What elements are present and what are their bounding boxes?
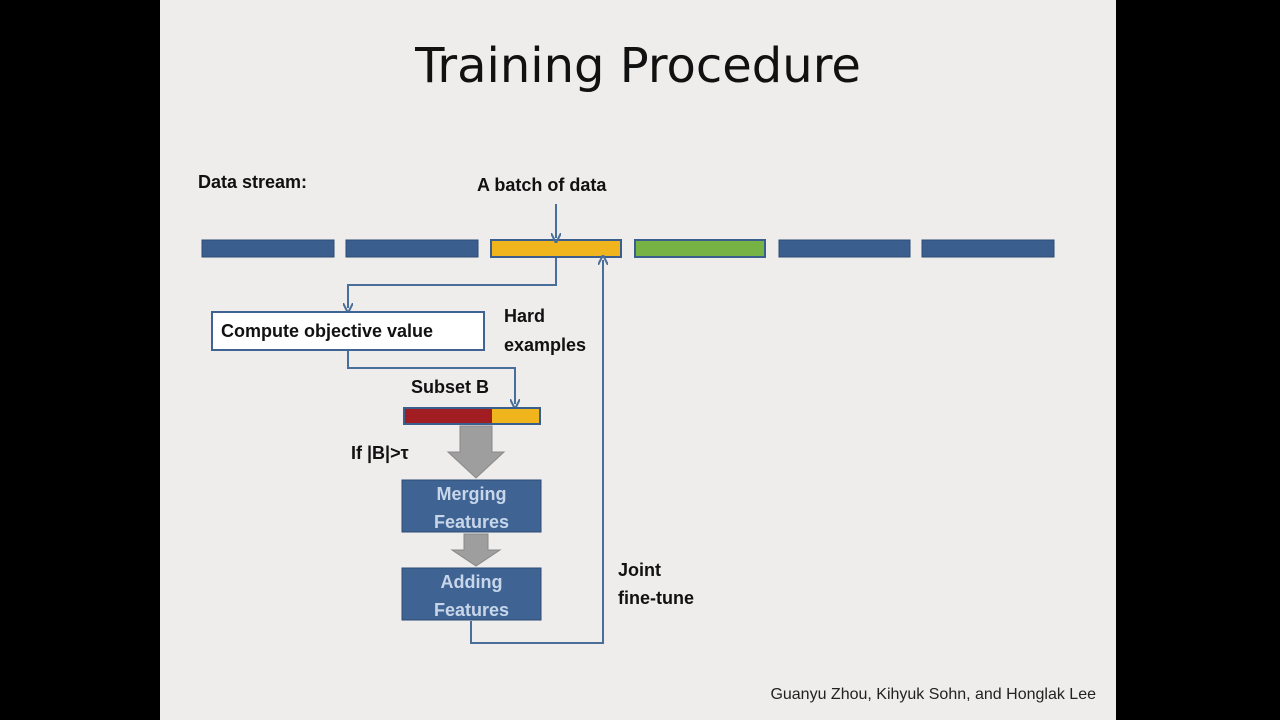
compute-to-subset-arrow <box>347 351 515 404</box>
condition-label: If |B|>τ <box>351 443 409 463</box>
merging-line-1: Merging <box>436 484 507 504</box>
training-diagram <box>201 204 1055 644</box>
add-down-arrow <box>450 533 502 567</box>
stream-segment-2 <box>345 239 479 258</box>
stream-segment-5 <box>778 239 911 258</box>
stream-segment-next <box>634 239 766 258</box>
joint-label-2: fine-tune <box>618 588 694 608</box>
merging-features-text: Merging Features <box>402 480 541 536</box>
stream-segment-6 <box>921 239 1055 258</box>
author-credit: Guanyu Zhou, Kihyuk Sohn, and Honglak Le… <box>770 686 1096 703</box>
adding-features-text: Adding Features <box>402 568 541 624</box>
compute-objective-box <box>211 311 485 351</box>
batch-to-compute-arrow <box>348 258 557 308</box>
slide: Training Procedure <box>160 0 1116 720</box>
stream-segment-1 <box>201 239 335 258</box>
subset-batch-part <box>492 408 540 424</box>
adding-line-1: Adding <box>440 572 503 592</box>
adding-line-2: Features <box>433 600 510 620</box>
merging-line-2: Features <box>433 512 510 532</box>
stream-segment-batch <box>490 239 622 258</box>
compute-box-label: Compute objective value <box>221 321 434 341</box>
subset-bar-outline <box>403 407 541 425</box>
hard-examples-label-2: examples <box>504 335 587 355</box>
merging-features-box <box>401 479 542 533</box>
merge-down-arrow <box>446 425 506 479</box>
fine-tune-loop-arrow <box>470 260 603 644</box>
joint-label-1: Joint <box>618 560 661 580</box>
data-stream-label: Data stream: <box>198 172 308 192</box>
subset-label: Subset B <box>411 377 490 397</box>
adding-features-box <box>401 567 542 621</box>
slide-title: Training Procedure <box>415 38 861 94</box>
batch-label: A batch of data <box>477 175 607 195</box>
subset-hard-part <box>404 408 492 424</box>
hard-examples-label-1: Hard <box>504 306 546 326</box>
